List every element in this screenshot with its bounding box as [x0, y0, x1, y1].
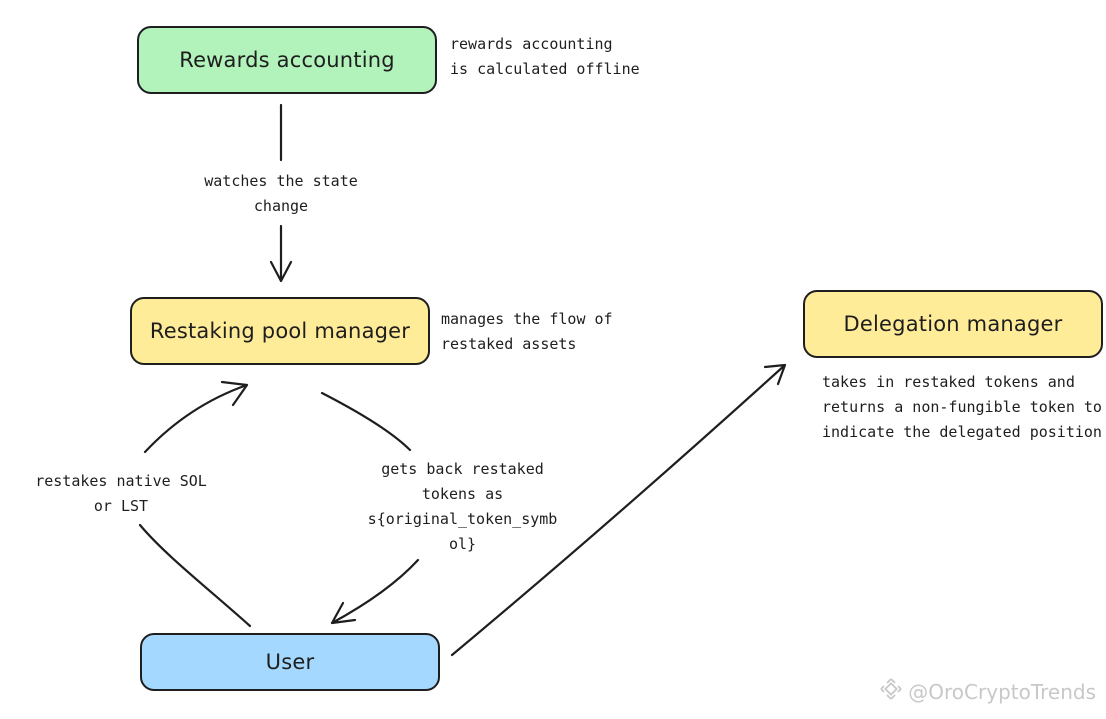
watermark-text: @OroCryptoTrends — [908, 679, 1096, 704]
delegation-manager-label: Delegation manager — [843, 312, 1063, 336]
delegation-manager-note: takes in restaked tokens and returns a n… — [822, 373, 1102, 441]
arrow-rewards-to-pool-lower — [269, 224, 293, 283]
delegation-manager-node: Delegation manager — [803, 290, 1103, 358]
restaking-pool-manager-node: Restaking pool manager — [130, 297, 430, 365]
rewards-accounting-node: Rewards accounting — [137, 26, 437, 94]
restaking-pool-manager-label: Restaking pool manager — [149, 319, 411, 343]
gets-back-restaked-label: gets back restaked tokens as s{original_… — [367, 460, 558, 553]
user-label: User — [265, 650, 315, 674]
arrow-pool-to-user-lower — [330, 558, 420, 625]
watches-state-label: watches the state change — [204, 172, 358, 215]
arrow-user-to-pool-upper — [143, 380, 249, 454]
restaking-pool-manager-note: manages the flow of restaked assets — [441, 310, 613, 353]
arrow-pool-to-user-upper — [320, 391, 412, 452]
binance-logo-icon — [880, 678, 902, 705]
restakes-native-sol-label: restakes native SOL or LST — [35, 472, 207, 515]
rewards-accounting-note: rewards accounting is calculated offline — [450, 35, 640, 78]
arrow-user-to-pool — [138, 523, 252, 628]
rewards-accounting-label: Rewards accounting — [179, 48, 395, 72]
user-node: User — [140, 633, 440, 691]
arrow-user-to-delegation — [450, 363, 787, 657]
watermark: @OroCryptoTrends — [880, 678, 1096, 705]
